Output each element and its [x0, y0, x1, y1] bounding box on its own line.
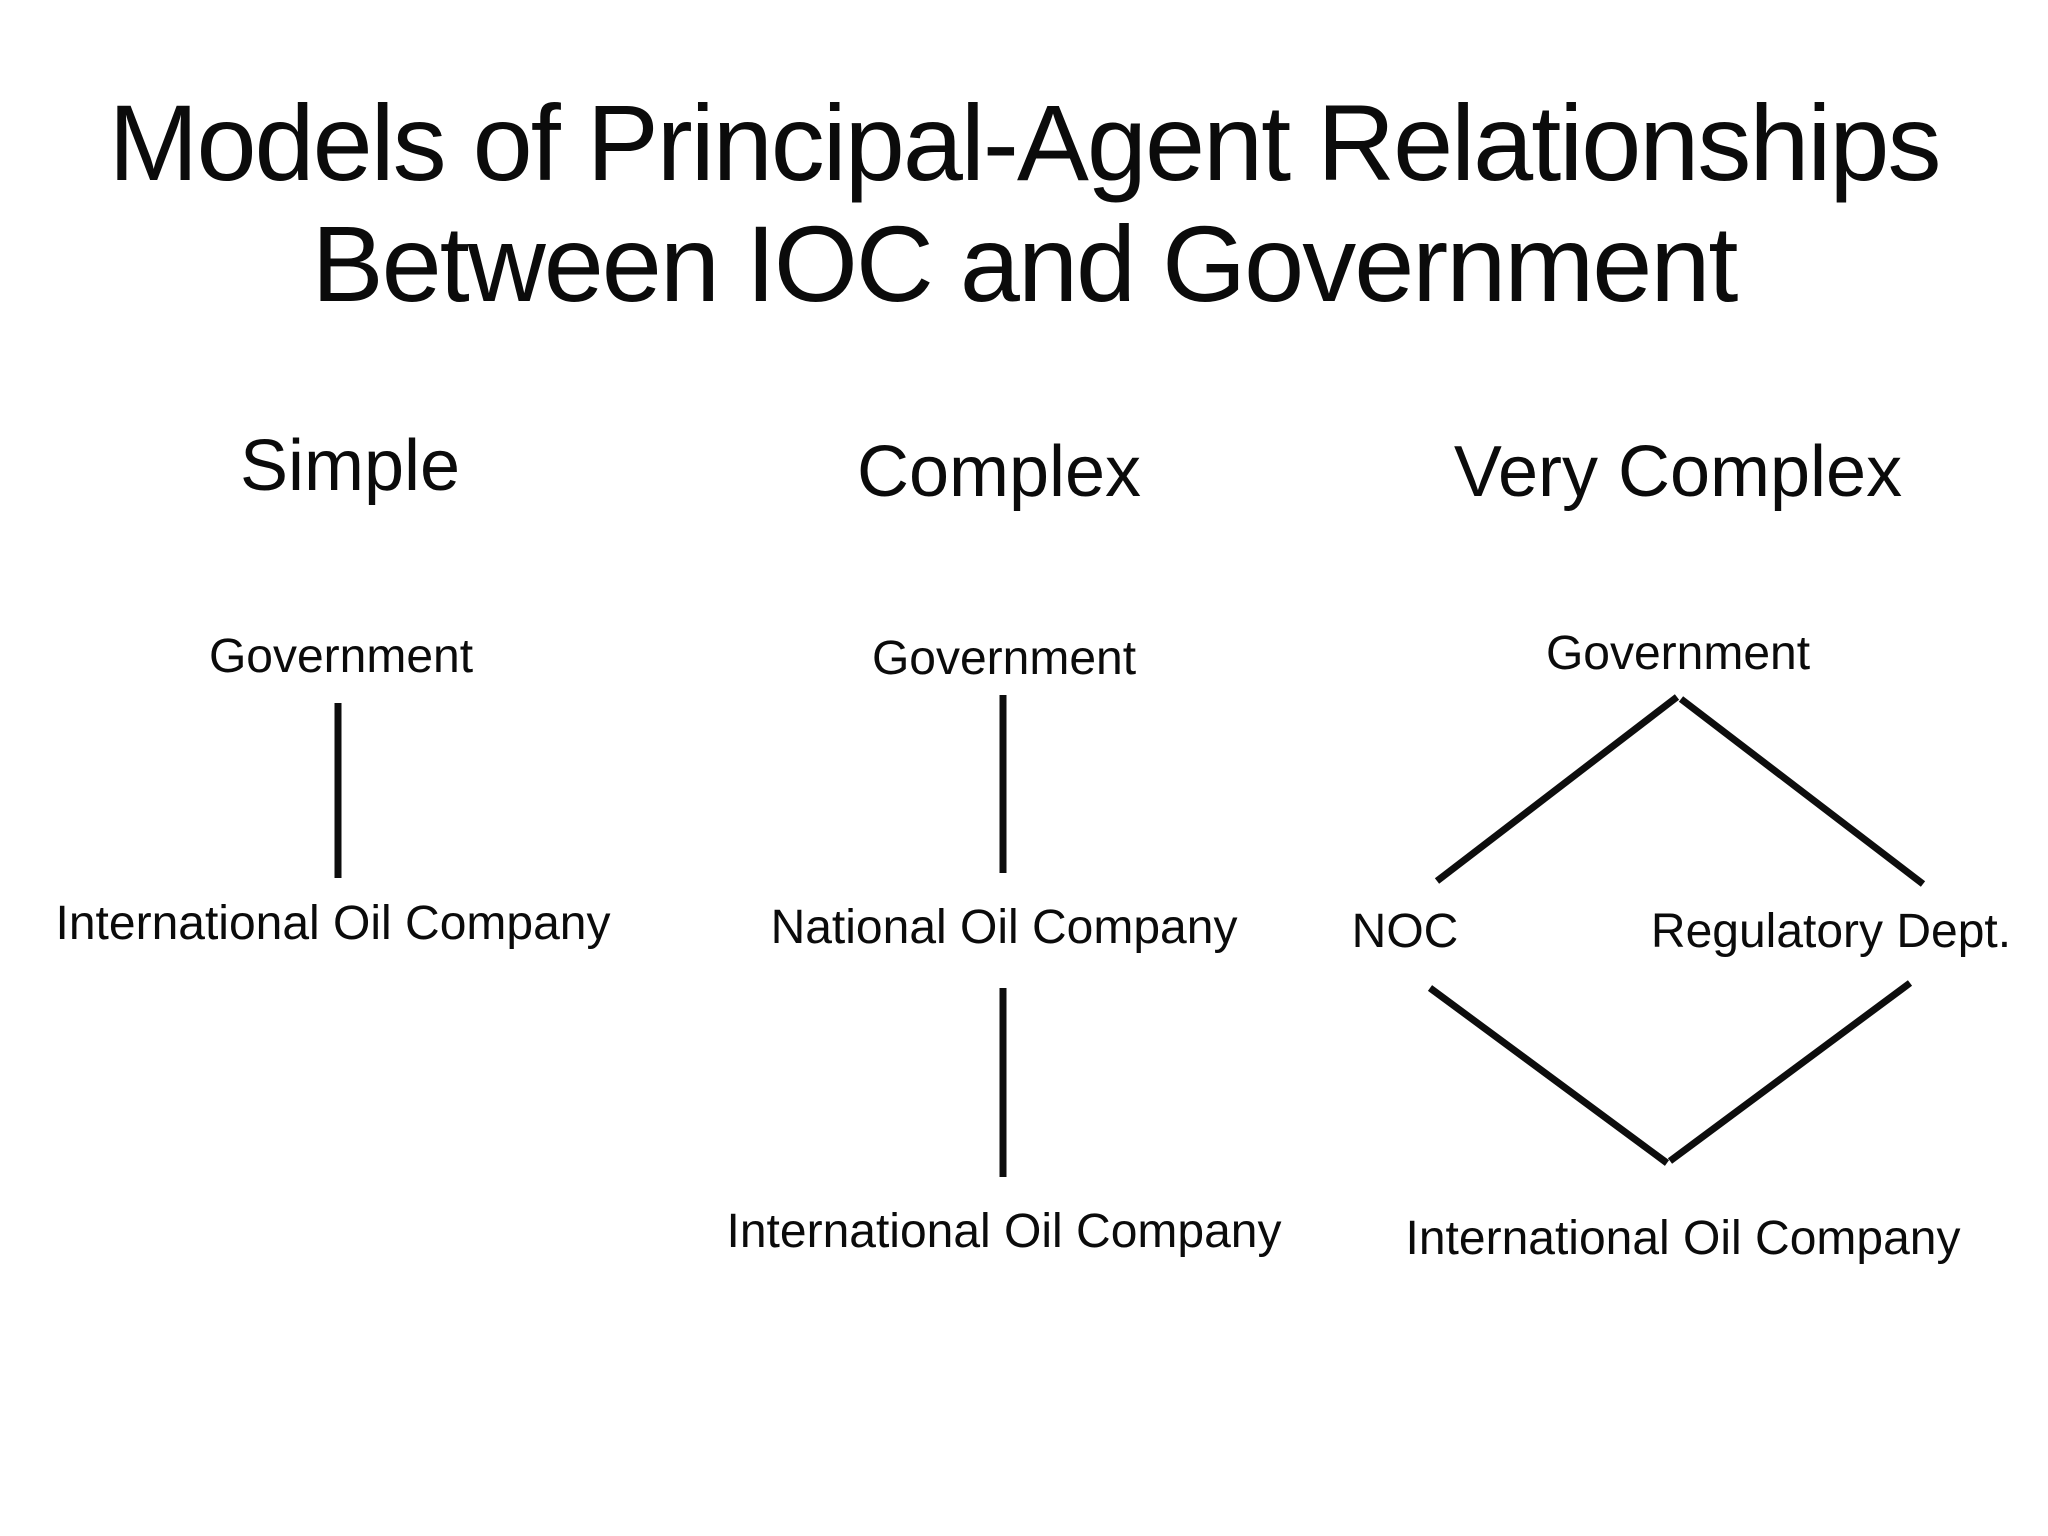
edge-very-complex-gov-regdept	[1678, 696, 1926, 887]
model-header-very-complex: Very Complex	[1453, 432, 1903, 512]
model-header-simple: Simple	[239, 426, 461, 506]
node-international-oil-company-simple: International Oil Company	[55, 897, 611, 950]
node-government-complex: Government	[871, 632, 1137, 685]
slide-title-line1: Models of Principal-Agent Relationships	[108, 82, 1942, 203]
model-header-complex: Complex	[856, 432, 1142, 512]
node-regulatory-dept-very-complex: Regulatory Dept.	[1650, 905, 2012, 958]
edge-very-complex-gov-noc	[1434, 694, 1680, 884]
node-noc-very-complex: NOC	[1351, 905, 1459, 958]
edge-very-complex-noc-ioc	[1427, 985, 1670, 1166]
edge-very-complex-regdept-ioc	[1667, 980, 1913, 1164]
slide-title: Models of Principal-Agent Relationships …	[0, 82, 2048, 325]
node-international-oil-company-complex: International Oil Company	[726, 1205, 1282, 1258]
node-government-very-complex: Government	[1545, 627, 1811, 680]
node-national-oil-company-complex: National Oil Company	[770, 901, 1238, 954]
slide-title-line2: Between IOC and Government	[311, 202, 1739, 324]
node-government-simple: Government	[208, 630, 474, 683]
node-international-oil-company-very-complex: International Oil Company	[1405, 1212, 1961, 1265]
